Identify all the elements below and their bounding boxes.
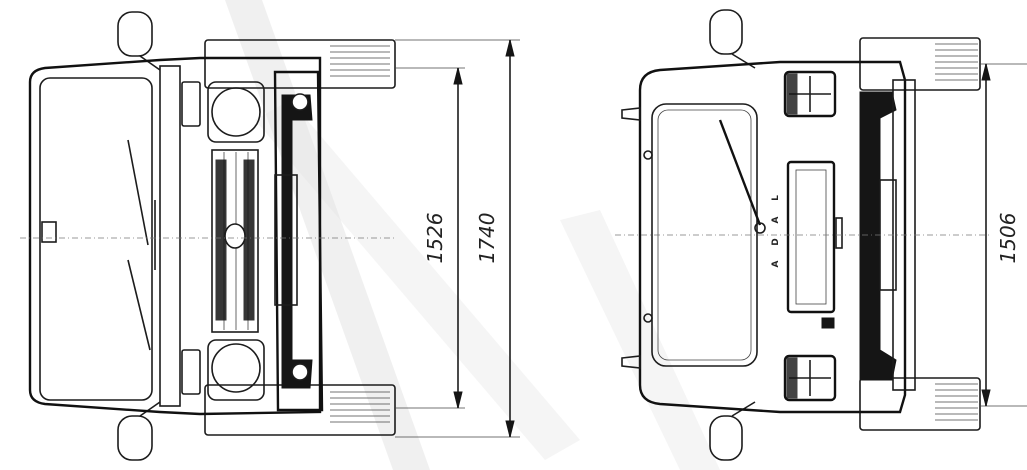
rear-view-mirror bbox=[41, 221, 57, 243]
rear-body-outline bbox=[638, 60, 907, 414]
front-view bbox=[28, 11, 396, 461]
license-plate-recess bbox=[786, 160, 836, 314]
front-indicator-bottom bbox=[181, 349, 201, 395]
rear-mirror-top bbox=[709, 9, 756, 69]
rear-taillight-top bbox=[783, 70, 837, 118]
fog-light-top-icon bbox=[291, 93, 309, 111]
front-body-outline bbox=[28, 56, 322, 416]
rear-badge: L A D A bbox=[771, 195, 781, 268]
front-headlight-bottom bbox=[207, 339, 265, 401]
rear-wiper bbox=[718, 119, 762, 226]
front-dimension-lines: 1526 1740 bbox=[395, 39, 520, 438]
front-wipers bbox=[127, 139, 156, 351]
model-badge-icon bbox=[821, 317, 835, 329]
front-hood bbox=[159, 65, 181, 407]
front-grille bbox=[211, 149, 259, 333]
rear-hook-bottom bbox=[621, 355, 641, 369]
rear-bottom-wheel bbox=[859, 377, 981, 431]
badge-letter: A bbox=[771, 216, 781, 223]
rear-track-label: 1506 bbox=[996, 213, 1020, 264]
overall-width-label: 1740 bbox=[475, 213, 499, 264]
fog-light-bottom-icon bbox=[291, 363, 309, 381]
rear-view: L A D A bbox=[615, 9, 990, 461]
front-track-label: 1526 bbox=[423, 213, 447, 264]
front-mirror-bottom bbox=[117, 401, 161, 461]
front-mirror-top bbox=[117, 11, 161, 71]
rear-top-wheel bbox=[859, 37, 981, 91]
badge-letter: D bbox=[771, 238, 781, 245]
front-top-wheel bbox=[204, 39, 396, 89]
badge-letter: L bbox=[771, 195, 781, 201]
rear-taillight-bottom bbox=[783, 354, 837, 402]
front-windshield bbox=[39, 77, 153, 401]
front-bumper bbox=[273, 70, 324, 412]
plate-light bbox=[835, 217, 843, 249]
badge-letter: A bbox=[771, 260, 781, 267]
lada-emblem-icon bbox=[224, 223, 246, 249]
front-headlight-top bbox=[207, 81, 265, 143]
rear-hook-top bbox=[621, 107, 641, 121]
rear-dimension-lines: 1506 bbox=[980, 63, 1027, 407]
rear-window bbox=[651, 103, 758, 367]
front-indicator-top bbox=[181, 81, 201, 127]
